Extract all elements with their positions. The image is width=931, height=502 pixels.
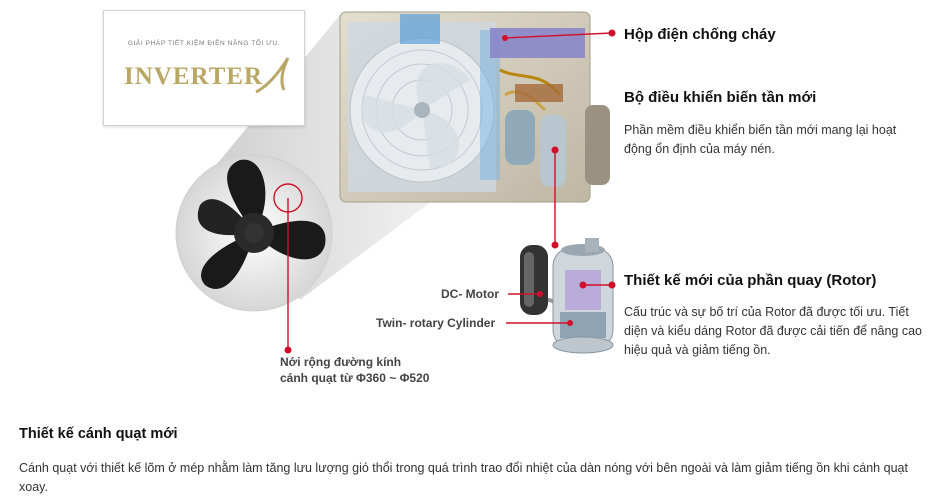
callout-line-fireproof	[504, 32, 613, 39]
label-fan-diameter-2: cánh quạt từ Φ360 ~ Φ520	[280, 371, 430, 385]
outdoor-unit-icon	[339, 11, 610, 203]
fan-blade-closeup-icon	[175, 154, 333, 312]
label-dc-motor: DC- Motor	[441, 287, 499, 301]
callout-body-inverter: Phần mềm điều khiển biến tần mới mang lạ…	[624, 123, 897, 156]
logo-wordmark: INVERTER	[124, 63, 264, 90]
fan-highlight-ring	[273, 183, 303, 213]
compressor-closeup-icon	[520, 238, 614, 354]
logo-tagline: GIẢI PHÁP TIẾT KIỆM ĐIỆN NĂNG TỐI ƯU.	[127, 40, 281, 47]
unit-fan-icon	[349, 37, 495, 183]
label-fan-diameter-1: Nới rộng đường kính	[280, 355, 402, 369]
section-body: Cánh quạt với thiết kế lõm ở mép nhằm là…	[19, 461, 908, 494]
logo-swoosh-icon	[255, 57, 290, 94]
callout-title-inverter: Bộ điều khiển biến tần mới	[624, 89, 817, 106]
callout-title-fireproof: Hộp điện chống cháy	[624, 26, 776, 43]
section-title: Thiết kế cánh quạt mới	[19, 426, 178, 442]
inverter-logo-card: GIẢI PHÁP TIẾT KIỆM ĐIỆN NĂNG TỐI ƯU. IN…	[103, 10, 305, 126]
callout-body-rotor: Cấu trúc và sự bố trí của Rotor đã được …	[624, 305, 923, 357]
callout-dots	[284, 29, 616, 354]
callout-lines	[287, 32, 613, 350]
label-twin-rotary: Twin- rotary Cylinder	[376, 316, 496, 330]
callout-title-rotor: Thiết kế mới của phần quay (Rotor)	[624, 272, 877, 289]
